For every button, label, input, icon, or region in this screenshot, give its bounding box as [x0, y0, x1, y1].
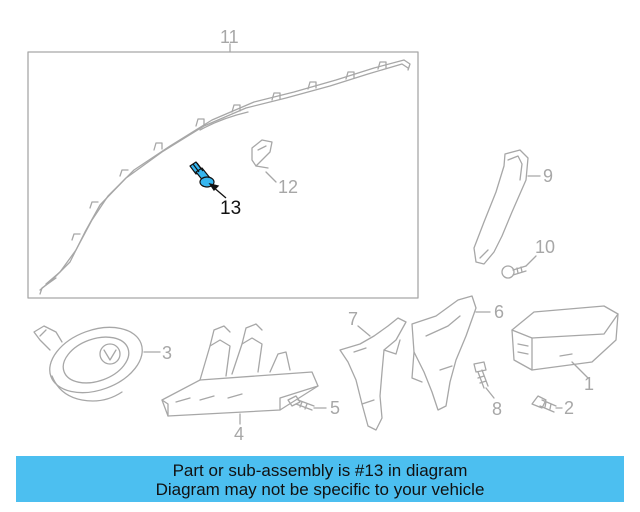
- part-label-4: 4: [234, 424, 245, 444]
- caption-line-1: Part or sub-assembly is #13 in diagram: [172, 461, 468, 480]
- part-label-9: 9: [543, 166, 554, 186]
- passenger-airbag-1: [511, 305, 619, 379]
- curtain-airbag-frame: [27, 51, 419, 299]
- part-label-7: 7: [348, 309, 359, 329]
- bolt-8: [473, 361, 495, 399]
- part-label-12: 12: [278, 177, 299, 197]
- bolt-2: [531, 395, 563, 413]
- parts-diagram: [27, 43, 619, 431]
- clip-12: [251, 139, 277, 183]
- part-label-6: 6: [494, 302, 505, 322]
- bolt-13-highlighted: [189, 161, 215, 188]
- steering-airbag-3: [33, 325, 161, 402]
- caption-banner: Part or sub-assembly is #13 in diagram D…: [16, 456, 624, 502]
- airbag-module-4: [161, 323, 319, 425]
- part-label-8: 8: [492, 399, 503, 419]
- bracket-7: [339, 317, 407, 431]
- part-label-1: 1: [584, 374, 595, 394]
- part-label-2: 2: [564, 398, 575, 418]
- screw-10: [501, 255, 537, 279]
- part-label-5: 5: [330, 398, 341, 418]
- bracket-6: [411, 295, 491, 411]
- leader-line-13: [208, 182, 227, 199]
- bolt-5: [287, 395, 327, 411]
- curtain-airbag: [39, 59, 411, 295]
- part-label-10: 10: [535, 237, 556, 257]
- part-label-13: 13: [220, 198, 242, 219]
- caption-line-2: Diagram may not be specific to your vehi…: [155, 480, 485, 499]
- part-label-3: 3: [162, 343, 173, 363]
- side-airbag-9: [473, 149, 541, 265]
- part-label-11: 11: [220, 27, 239, 47]
